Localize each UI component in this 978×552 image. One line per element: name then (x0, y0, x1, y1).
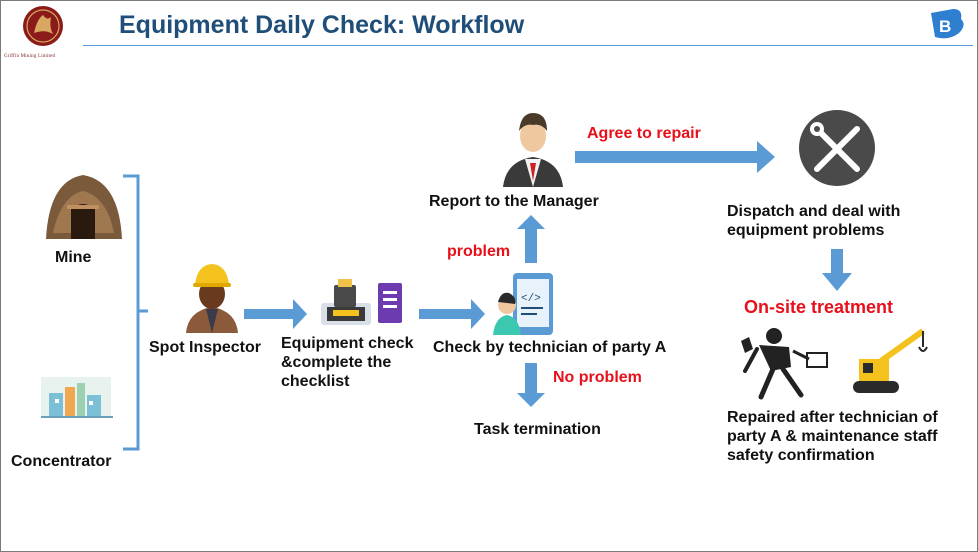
node-repaired-line3: safety confirmation (727, 447, 875, 464)
node-equipment-check-line3: checklist (281, 373, 350, 390)
node-dispatch-line2: equipment problems (727, 222, 885, 239)
label-onsite-treatment: On-site treatment (744, 297, 894, 317)
label-problem: problem (447, 243, 511, 260)
technician-icon: </> (493, 273, 553, 335)
node-report-manager: Report to the Manager (429, 193, 599, 210)
arrow-inspector-to-check (244, 299, 307, 329)
arrow-check-to-technician (419, 299, 485, 329)
arrow-dispatch-down (822, 249, 852, 291)
mine-icon (46, 175, 122, 239)
svg-text:B: B (939, 17, 951, 36)
node-concentrator: Concentrator (11, 453, 112, 470)
node-task-termination: Task termination (474, 421, 601, 438)
crane-icon (853, 328, 928, 393)
page-title: Equipment Daily Check: Workflow (119, 11, 525, 39)
flow-arrows (244, 141, 852, 407)
checklist-icon (321, 279, 402, 325)
node-equipment-check-line1: Equipment check (281, 335, 414, 352)
svg-text:</>: </> (521, 293, 541, 305)
node-repaired-line2: party A & maintenance staff (727, 428, 938, 445)
company-name: Griffin Mining Limited (4, 54, 56, 59)
arrow-manager-to-dispatch (575, 141, 775, 173)
title-divider (83, 45, 973, 46)
node-repaired-line1: Repaired after technician of (727, 409, 938, 426)
source-bracket (123, 174, 148, 451)
label-no-problem: No problem (553, 369, 642, 386)
node-equipment-check-line2: &complete the (281, 354, 392, 371)
brand-b-icon: B (931, 9, 964, 39)
inspector-icon (186, 264, 238, 333)
tools-icon (799, 110, 875, 186)
node-technician-check: Check by technician of party A (433, 339, 667, 356)
arrow-technician-up (517, 215, 545, 263)
node-dispatch-line1: Dispatch and deal with (727, 203, 901, 220)
company-logo (23, 6, 63, 46)
arrow-technician-down (517, 363, 545, 407)
node-mine: Mine (55, 249, 92, 266)
repair-worker-icon (741, 328, 828, 400)
manager-icon (503, 113, 563, 187)
concentrator-icon (41, 377, 113, 418)
node-spot-inspector: Spot Inspector (149, 339, 262, 356)
label-agree-to-repair: Agree to repair (587, 125, 701, 142)
